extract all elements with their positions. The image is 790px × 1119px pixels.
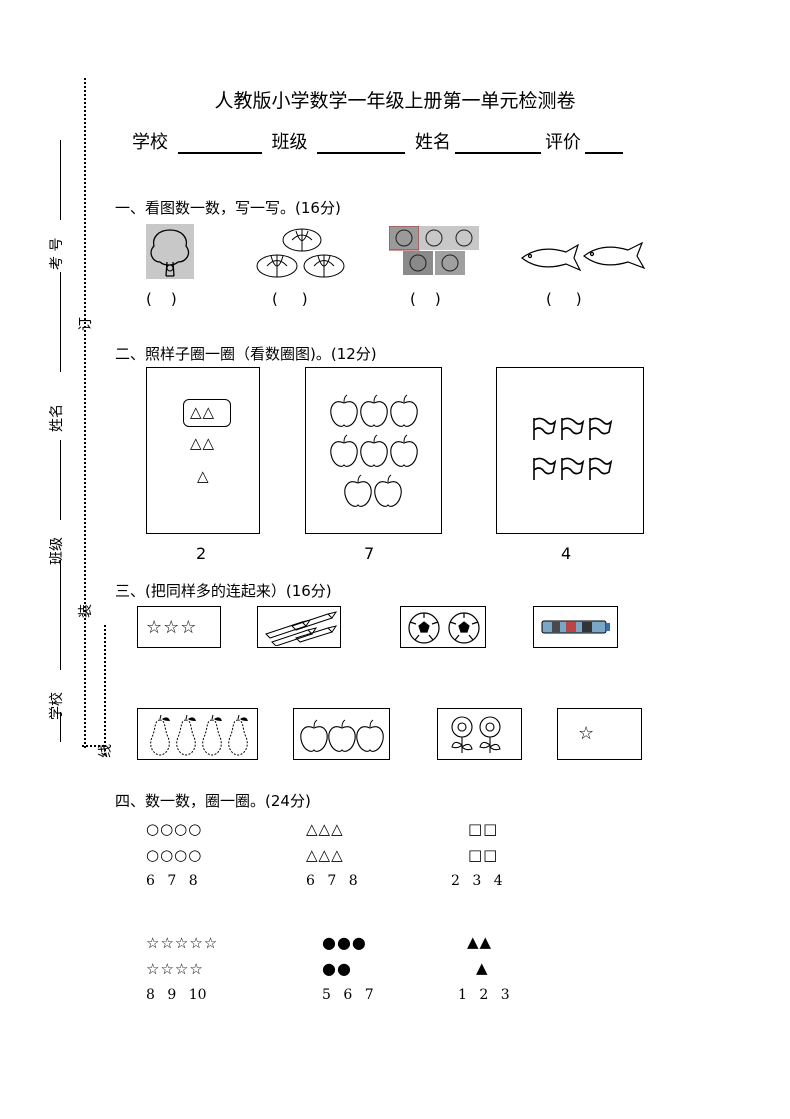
soccer-balls-image	[408, 612, 480, 644]
class-line	[60, 560, 61, 670]
filled-triangles-row-2: ▲	[476, 959, 489, 977]
soccer-card[interactable]	[400, 606, 486, 648]
name-label: 姓名	[414, 132, 451, 153]
pears-card[interactable]	[137, 708, 258, 760]
flags-box	[496, 367, 644, 534]
stars-choices[interactable]: 8 9 10	[146, 987, 207, 1003]
name-blank[interactable]	[454, 134, 541, 154]
circled-triangles	[183, 399, 231, 427]
binding-dotted-line	[84, 78, 86, 748]
class-label: 班级	[49, 537, 65, 565]
flowers-image	[389, 226, 481, 278]
ding-label: 订	[78, 317, 94, 331]
fish-image	[520, 240, 646, 274]
squares-row-1: □□	[468, 820, 499, 838]
single-star-card[interactable]: ☆	[557, 708, 642, 760]
section3-heading: 三、(把同样多的连起来）(16分)	[115, 582, 332, 600]
number-2: 2	[196, 544, 207, 563]
zhuang-label: 装	[78, 604, 94, 618]
school-line	[60, 712, 61, 742]
grade-blank[interactable]	[584, 134, 623, 154]
number-4: 4	[561, 544, 572, 563]
school-blank[interactable]	[177, 134, 262, 154]
binding-bottom-dots	[82, 745, 104, 747]
squares-choices[interactable]: 2 3 4	[451, 873, 503, 889]
tree-image	[146, 224, 194, 279]
pears-image	[150, 714, 249, 756]
grade-label: 评价	[544, 132, 581, 153]
page-title: 人教版小学数学一年级上册第一单元检测卷	[214, 90, 576, 112]
single-star-text: ☆	[578, 723, 596, 744]
name-line	[60, 440, 61, 520]
circles-choices[interactable]: 6 7 8	[146, 873, 198, 889]
two-flowers-image	[451, 716, 501, 753]
example-triangle-box: △△ △△ △	[146, 367, 260, 534]
filled-triangles-choices[interactable]: 1 2 3	[458, 987, 510, 1003]
triangles-row-1: △△	[190, 403, 216, 421]
answer-blank-pumpkin[interactable]: ( )	[272, 290, 308, 308]
apples-box	[305, 367, 442, 534]
dots-row-2: ●●	[322, 959, 352, 978]
exam-no-line	[60, 140, 61, 220]
section1-heading: 一、看图数一数，写一写。(16分)	[115, 199, 341, 217]
school-label: 学校	[49, 692, 65, 720]
xian-label: 线	[98, 744, 114, 758]
stars-row-1: ☆☆☆☆☆	[146, 934, 219, 952]
circles-row-1: ○○○○	[146, 820, 203, 838]
stars-text: ☆☆☆	[146, 617, 198, 638]
answer-blank-flower[interactable]: ( )	[410, 290, 441, 308]
exam-no-line-2	[60, 272, 61, 372]
circles-row-2: ○○○○	[146, 846, 203, 864]
info-line: 学校 班级 姓名 评价	[132, 128, 627, 154]
triangles-row-a: △△△	[306, 820, 344, 838]
dots-choices[interactable]: 5 6 7	[322, 987, 374, 1003]
binding-dotted-line-inner	[104, 625, 106, 755]
section2-heading: 二、照样子圈一圈（看数圈图)。(12分)	[115, 345, 377, 363]
pencil-case-image	[541, 620, 610, 634]
class-blank[interactable]	[317, 134, 406, 154]
class-label: 班级	[271, 132, 308, 153]
stars-card[interactable]: ☆☆☆	[137, 606, 221, 648]
pencil-case-card[interactable]	[533, 606, 618, 648]
exam-no-label: 考 号	[49, 237, 65, 270]
name-label: 姓名	[49, 404, 65, 432]
pencils-image	[265, 611, 338, 646]
triangles-row-2: △△	[190, 434, 216, 452]
apples-card[interactable]	[293, 708, 390, 760]
dots-row-1: ●●●	[322, 933, 367, 952]
triangles-row-3: △	[197, 467, 210, 485]
three-apples-image	[300, 719, 384, 752]
flowers-card[interactable]	[437, 708, 522, 760]
school-label: 学校	[132, 132, 168, 153]
stars-row-2: ☆☆☆☆	[146, 960, 204, 978]
squares-row-2: □□	[468, 846, 499, 864]
section4-heading: 四、数一数，圈一圈。(24分)	[115, 792, 311, 810]
filled-triangles-row-1: ▲▲	[467, 933, 493, 951]
apples-image	[330, 394, 418, 507]
answer-blank-fish[interactable]: ( )	[546, 290, 582, 308]
flags-image	[533, 417, 612, 481]
triangles-choices[interactable]: 6 7 8	[306, 873, 358, 889]
answer-blank-tree[interactable]: ( )	[146, 290, 177, 308]
pumpkins-image	[256, 226, 346, 278]
number-7: 7	[364, 544, 375, 563]
pencils-card[interactable]	[257, 606, 341, 648]
triangles-row-b: △△△	[306, 846, 344, 864]
